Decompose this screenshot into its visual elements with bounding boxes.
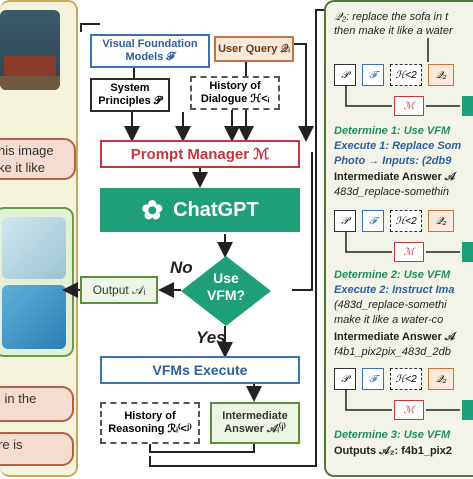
user-message-bubble-top: his image ke it like xyxy=(0,138,76,180)
principles-chip: 𝒫 xyxy=(334,210,356,232)
user-message-bubble-bottom: l in the xyxy=(0,386,74,422)
determine-3-text: Determine 3: Use VFM xyxy=(334,429,451,441)
intermediate-1-line-2: 483d_replace-somethin xyxy=(334,186,449,198)
determine-3: Determine 3: Use VFM xyxy=(334,428,473,442)
query-chip: 𝒬₂ xyxy=(428,64,454,86)
prompt-manager-label: Prompt Manager ℳ xyxy=(130,145,270,163)
output-box: Output 𝒜ᵢ xyxy=(80,276,158,304)
vfm-chip: 𝓕 xyxy=(362,64,384,86)
system-principles-line2: Principles 𝒫 xyxy=(98,95,162,107)
output-label: Output 𝒜ᵢ xyxy=(92,282,146,297)
intermediate-2-line-2: f4b1_pix2pix_483d_2db xyxy=(334,346,451,358)
system-principles-line1: System xyxy=(110,82,150,94)
prompt-manager-chip-2: ℳ xyxy=(394,242,424,262)
prompt-manager-box: Prompt Manager ℳ xyxy=(100,140,300,168)
history-chip: ℋ<2 xyxy=(390,210,422,232)
no-branch-label: No xyxy=(170,258,193,277)
speech-line: re is xyxy=(0,437,23,452)
determine-2: Determine 2: Use VFM xyxy=(334,268,473,282)
speech-line: ke it like xyxy=(0,160,45,175)
chatgpt-chip-1 xyxy=(462,96,473,116)
user-message-bubble-bottom-2: re is xyxy=(0,432,74,466)
chatgpt-label: ChatGPT xyxy=(173,198,259,221)
chatgpt-box: ✿ ChatGPT xyxy=(100,188,300,232)
generated-room-image-1 xyxy=(2,217,66,279)
query-chip: 𝒬₂ xyxy=(428,210,454,232)
system-principles-box: System Principles 𝒫 xyxy=(90,78,170,112)
execute-2-line-3: make it like a water-co xyxy=(334,314,444,326)
use-vfm-label: Use VFM? xyxy=(181,270,271,304)
determine-1-text: Determine 1: Use VFM xyxy=(334,125,451,137)
vfms-execute-box: VFMs Execute xyxy=(100,356,300,384)
query-chip: 𝒬₂ xyxy=(428,368,454,390)
history-reasoning-line2: Reasoning ℛᵢ⁽<ʲ⁾ xyxy=(108,423,192,435)
generated-room-image-2 xyxy=(2,285,66,349)
speech-line: l in the xyxy=(0,391,37,406)
result-images-group xyxy=(0,207,74,357)
vfms-execute-label: VFMs Execute xyxy=(152,361,248,378)
prompt-components-row-3: 𝒫 𝓕 ℋ<2 𝒬₂ xyxy=(334,368,454,390)
chatgpt-chip-2 xyxy=(462,242,473,262)
query-line-2: then make it like a water xyxy=(334,25,453,37)
history-of-reasoning-box: History of Reasoning ℛᵢ⁽<ʲ⁾ xyxy=(100,402,200,444)
use-vfm-line1: Use xyxy=(213,270,239,286)
yes-branch-label: Yes xyxy=(196,328,226,347)
use-vfm-decision-diamond xyxy=(181,256,271,326)
principles-chip: 𝒫 xyxy=(334,64,356,86)
execute-2-line-2: (483d_replace-somethi xyxy=(334,299,447,311)
speech-line: his image xyxy=(0,143,54,158)
prompt-manager-chip-3: ℳ xyxy=(394,400,424,420)
history-reasoning-line1: History of xyxy=(124,410,176,422)
prompt-manager-chip-1: ℳ xyxy=(394,96,424,116)
left-dialogue-panel: his image ke it like l in the re is xyxy=(0,0,78,477)
intermediate-1-line-1: Intermediate Answer 𝒜 xyxy=(334,171,456,183)
use-vfm-line2: VFM? xyxy=(206,287,246,303)
right-reasoning-panel: 𝒬₂: replace the sofa in t then make it l… xyxy=(324,0,473,477)
history-of-dialogue-box: History of Dialogue ℋ<ᵢ xyxy=(190,76,280,110)
vfm-label-line1: Visual Foundation xyxy=(102,38,198,50)
history-chip: ℋ<2 xyxy=(390,368,422,390)
intermediate-answer-line2: Answer 𝒜ᵢ⁽ʲ⁾ xyxy=(224,423,286,435)
user-query-label: User Query 𝒬ᵢ xyxy=(218,42,290,55)
outputs-line: Outputs 𝒜₂: f4b1_pix2 xyxy=(334,445,452,457)
vfm-chip: 𝓕 xyxy=(362,368,384,390)
intermediate-2-line-1: Intermediate Answer 𝒜 xyxy=(334,331,456,343)
execute-2-line-1: Execute 2: Instruct Ima xyxy=(334,284,455,296)
chatgpt-chip-3 xyxy=(462,400,473,420)
sofa-room-image xyxy=(0,10,60,90)
determine-1: Determine 1: Use VFM xyxy=(334,124,473,138)
openai-logo-icon: ✿ xyxy=(141,194,164,225)
intermediate-answer-box: Intermediate Answer 𝒜ᵢ⁽ʲ⁾ xyxy=(210,402,300,444)
vfm-chip: 𝓕 xyxy=(362,210,384,232)
intermediate-answer-line1: Intermediate xyxy=(222,410,288,422)
visual-foundation-models-box: Visual Foundation Models 𝓕 xyxy=(90,34,210,68)
query-line-1: 𝒬₂: replace the sofa in t xyxy=(334,11,449,23)
history-chip: ℋ<2 xyxy=(390,64,422,86)
history-dialogue-line1: History of xyxy=(209,80,261,92)
principles-chip: 𝒫 xyxy=(334,368,356,390)
determine-2-text: Determine 2: Use VFM xyxy=(334,269,451,281)
execute-1-line-2: Photo → Inputs: (2db9 xyxy=(334,155,452,167)
prompt-components-row-2: 𝒫 𝓕 ℋ<2 𝒬₂ xyxy=(334,210,454,232)
prompt-components-row-1: 𝒫 𝓕 ℋ<2 𝒬₂ xyxy=(334,64,454,86)
vfm-label-line2: Models 𝓕 xyxy=(125,51,175,63)
right-panel-connectors xyxy=(345,38,460,411)
execute-1-line-1: Execute 1: Replace Som xyxy=(334,140,462,152)
history-dialogue-line2: Dialogue ℋ<ᵢ xyxy=(200,93,270,105)
user-query-box: User Query 𝒬ᵢ xyxy=(214,36,294,62)
